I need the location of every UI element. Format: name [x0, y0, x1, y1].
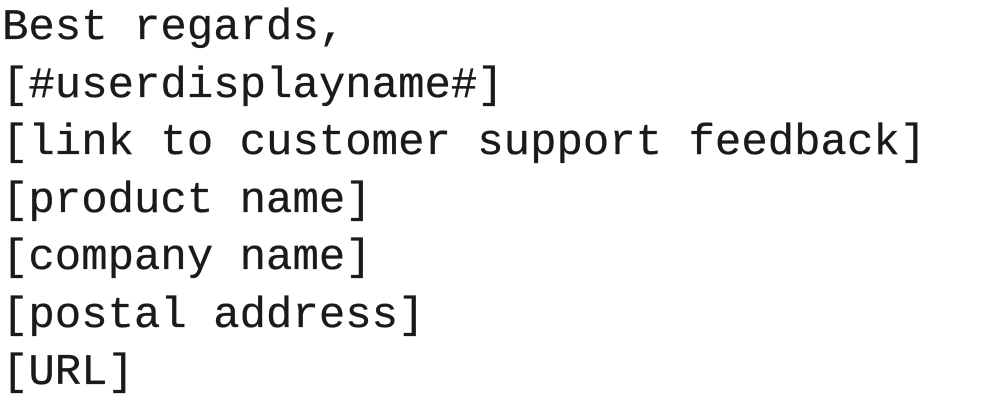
support-feedback-link-placeholder: [link to customer support feedback]: [2, 118, 927, 168]
company-name-placeholder: [company name]: [2, 233, 372, 283]
closing-line: Best regards,: [2, 3, 346, 53]
product-name-placeholder: [product name]: [2, 175, 372, 226]
url-placeholder: [URL]: [2, 348, 135, 398]
user-display-name-placeholder: [#userdisplayname#]: [2, 60, 504, 111]
postal-address-placeholder: [postal address]: [2, 290, 425, 341]
